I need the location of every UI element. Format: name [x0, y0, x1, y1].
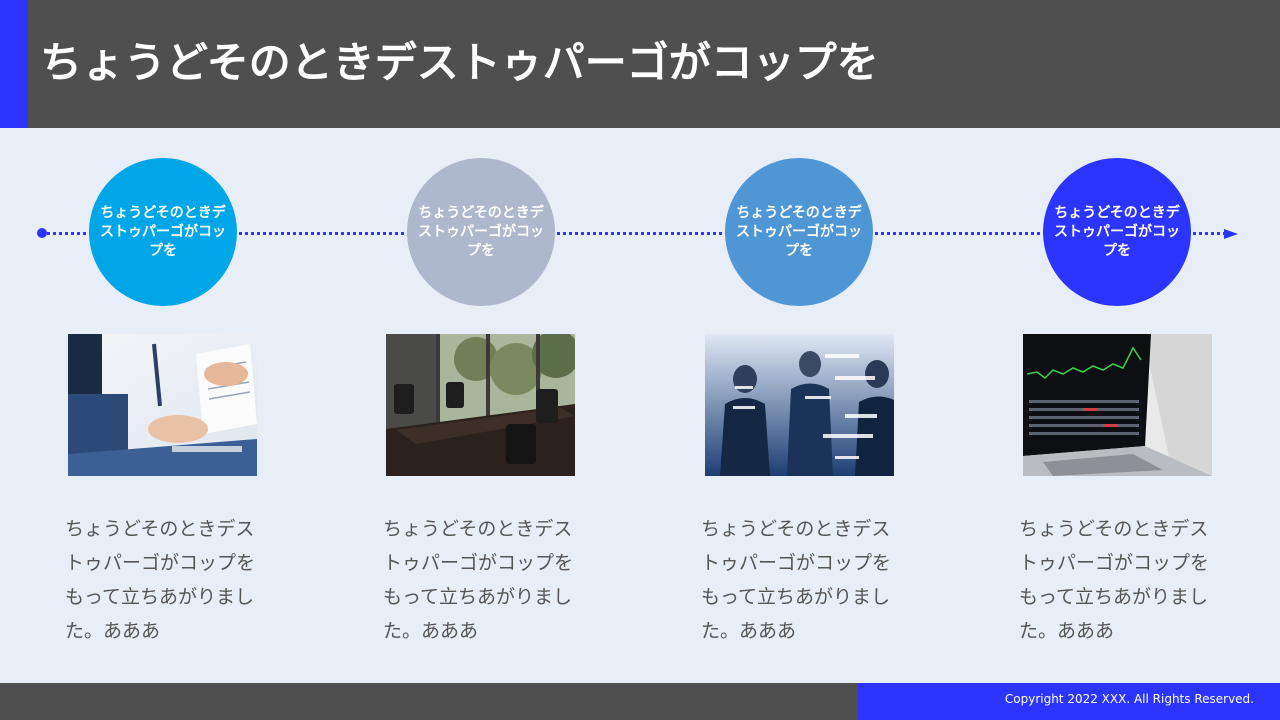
step-circle-4: ちょうどそのときデストゥパーゴがコップを — [1043, 158, 1191, 306]
timeline-start-dot — [37, 228, 47, 238]
step-description-4: ちょうどそのときデストゥパーゴがコップをもって立ちあがりました。あああ — [1019, 518, 1210, 642]
timeline-arrow-icon — [1224, 229, 1238, 239]
step-photo-2 — [386, 334, 575, 476]
step-photo-4 — [1023, 334, 1212, 476]
step-description-3: ちょうどそのときデストゥパーゴがコップをもって立ちあがりました。あああ — [701, 518, 892, 642]
step-description-1: ちょうどそのときデストゥパーゴがコップをもって立ちあがりました。あああ — [65, 518, 256, 642]
step-circle-2: ちょうどそのときデストゥパーゴがコップを — [407, 158, 555, 306]
step-circle-label-2: ちょうどそのときデストゥパーゴがコップを — [418, 204, 544, 259]
footer-accent-bar — [858, 683, 1280, 720]
step-photo-1 — [68, 334, 257, 476]
step-circle-label-1: ちょうどそのときデストゥパーゴがコップを — [100, 204, 226, 259]
step-description-2: ちょうどそのときデストゥパーゴがコップをもって立ちあがりました。あああ — [383, 518, 574, 642]
step-photo-3 — [705, 334, 894, 476]
step-circle-1: ちょうどそのときデストゥパーゴがコップを — [89, 158, 237, 306]
timeline-line — [40, 232, 1226, 235]
step-circle-3: ちょうどそのときデストゥパーゴがコップを — [725, 158, 873, 306]
copyright-text: Copyright 2022 XXX. All Rights Reserved. — [1004, 692, 1254, 706]
step-circle-label-3: ちょうどそのときデストゥパーゴがコップを — [736, 204, 862, 259]
header-accent-bar — [0, 0, 28, 128]
page-title: ちょうどそのときデストゥパーゴがコップを — [40, 38, 879, 87]
header-bar — [0, 0, 1280, 128]
step-circle-label-4: ちょうどそのときデストゥパーゴがコップを — [1054, 204, 1180, 259]
